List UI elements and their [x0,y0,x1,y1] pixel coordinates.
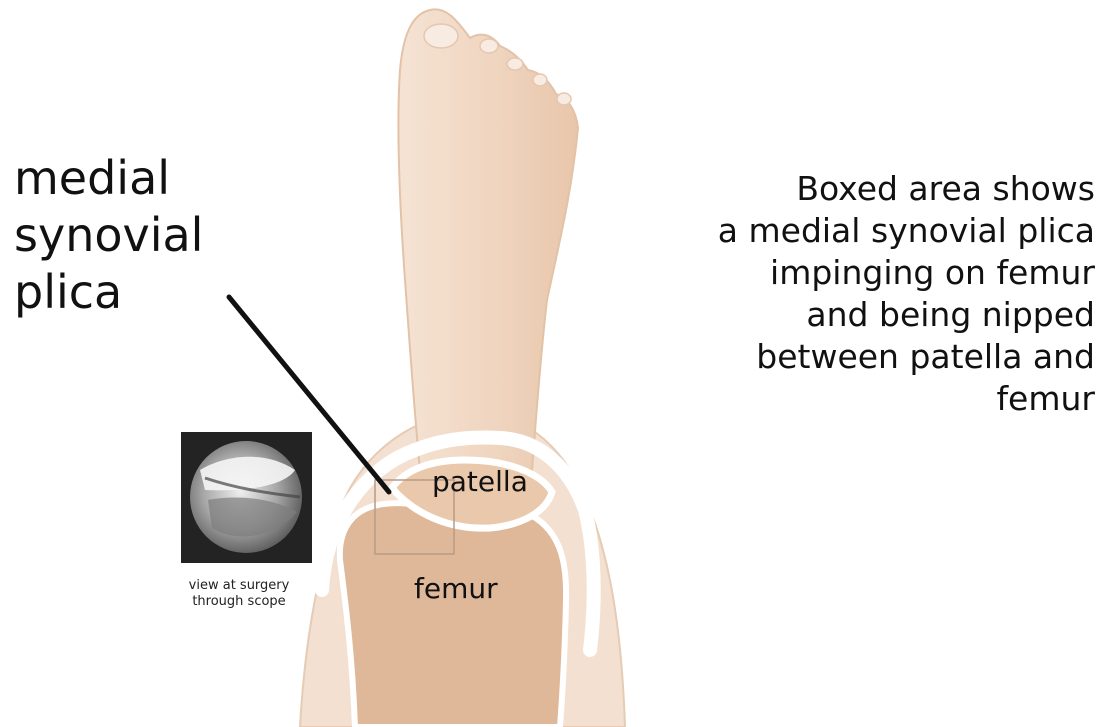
boxed-area-description: Boxed area shows a medial synovial plica… [575,168,1095,420]
big-toenail [424,24,458,48]
scope-caption: view at surgery through scope [166,578,312,610]
toenail-3 [507,58,523,70]
medial-synovial-plica-label: medial synovial plica [14,150,203,321]
femur-label: femur [414,572,498,605]
scope-image [181,432,312,563]
toenail-5 [557,93,571,105]
toenail-4 [533,74,547,86]
patella-label: patella [432,465,528,498]
femur-bone [340,503,566,727]
lower-leg [398,9,578,470]
toenail-2 [480,39,498,53]
